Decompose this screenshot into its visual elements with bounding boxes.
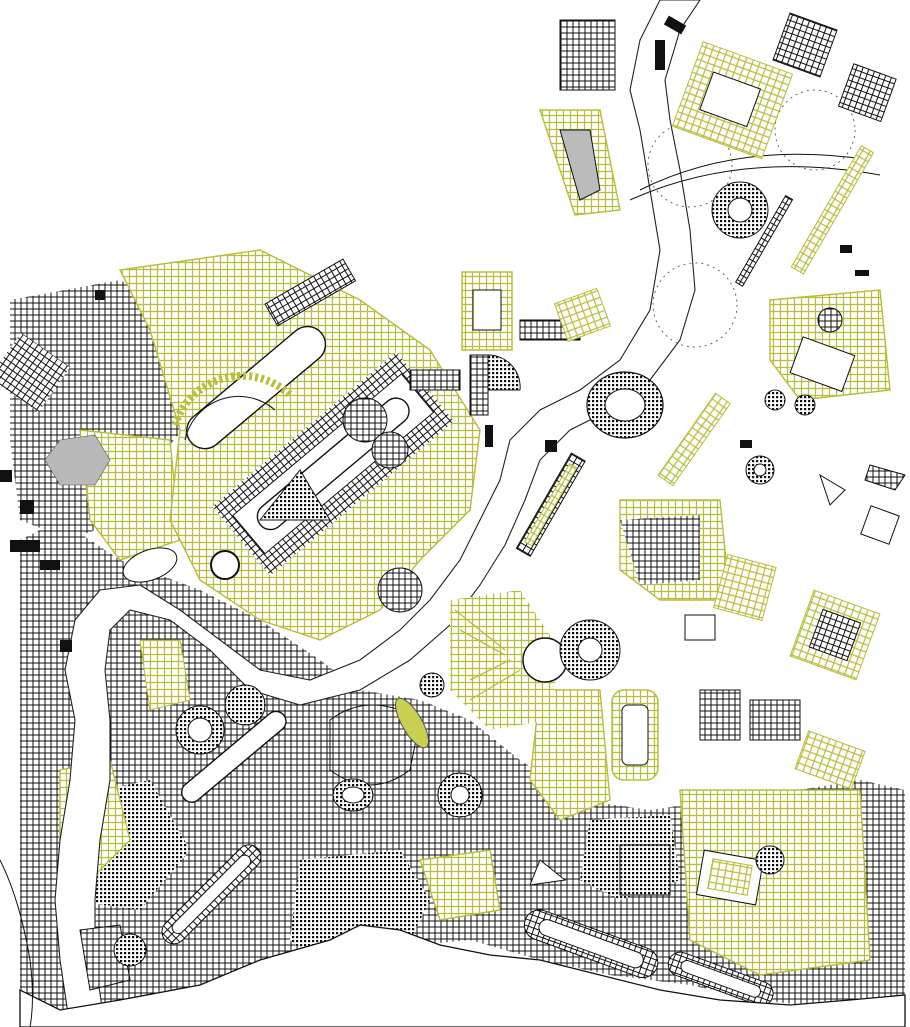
scattered-structures [0,15,900,790]
temple-precinct [461,271,612,416]
west-district [0,280,200,561]
east-district [515,289,906,681]
central-south-district [139,590,659,818]
octagon-plaza [44,434,111,486]
amphitheater [586,371,664,439]
central-olive-district [118,249,481,641]
south-circuses [79,844,785,1007]
city-edge [19,924,906,1027]
north-east-district [539,12,897,348]
piazza-circle [774,89,856,171]
piazza-circle [647,122,733,208]
piazza-circle [652,262,738,348]
